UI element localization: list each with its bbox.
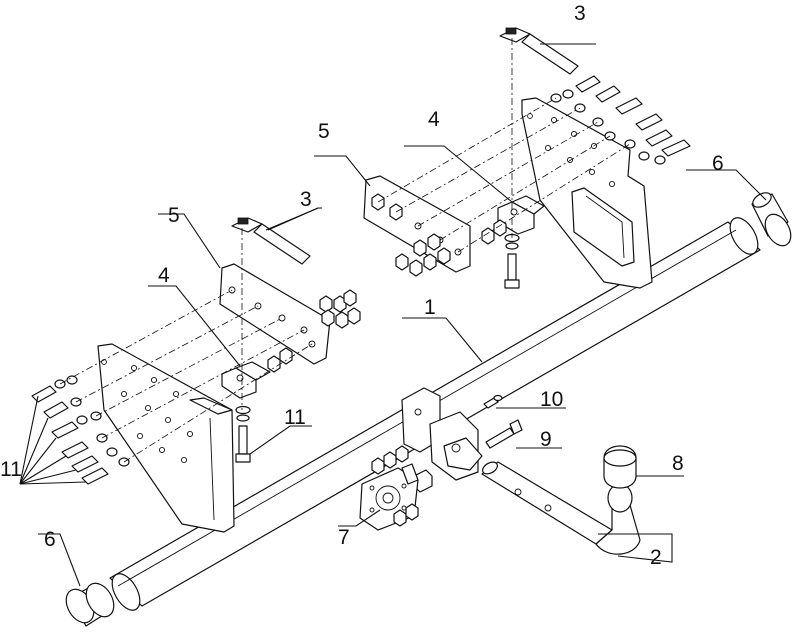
callout-2: 2 [650,546,662,569]
callout-6-left: 6 [44,528,56,551]
left-vertical-bolt [235,405,251,463]
callout-leaders [19,43,767,587]
right-clamp-plate [363,175,471,273]
left-side-bracket [97,343,235,533]
tow-ball-cover [603,445,637,489]
right-nut-cluster [395,219,507,277]
tow-ball-neck [481,461,641,555]
left-bolt-set [31,375,130,485]
callout-9: 9 [540,428,552,451]
left-angle-bracket [221,361,271,399]
callout-4-left: 4 [158,264,170,287]
left-bolt-axes [59,289,313,463]
callout-10: 10 [540,388,563,411]
left-slotted-strap [231,217,311,265]
right-vertical-bolt [504,233,520,289]
right-bolt-set [550,75,691,165]
callout-4-right: 4 [428,108,440,131]
right-side-bracket [521,97,653,289]
callout-11-left: 11 [0,458,22,481]
callout-7: 7 [338,526,350,549]
socket-plate-nuts [393,503,419,527]
tow-mount-nuts [371,445,409,475]
callout-11-right: 11 [284,406,306,429]
callout-5-left: 5 [168,204,180,227]
center-tow-mount [401,387,483,493]
pin-bolt [485,419,523,449]
callout-3-left: 3 [300,188,312,211]
callout-5-right: 5 [318,120,330,143]
locking-pin [483,394,503,409]
end-cap-left [65,582,115,627]
left-clamp-plate [219,263,331,365]
callout-3-right: 3 [574,2,586,25]
callout-8: 8 [672,452,684,475]
left-nut-cluster [267,289,361,373]
right-slotted-strap [499,27,579,75]
end-cap-right [751,192,792,247]
right-bolt-axes [377,97,631,253]
callout-1: 1 [424,296,436,319]
callout-6-right: 6 [712,152,724,175]
